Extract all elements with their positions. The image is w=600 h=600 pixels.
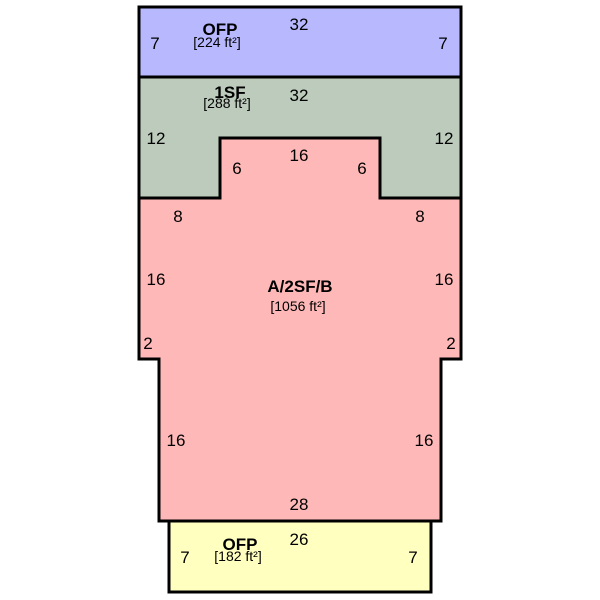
ofp-top-dim-top: 32 — [290, 15, 309, 34]
main-dim-right-mid: 16 — [435, 270, 454, 289]
ofp-bottom-dim-top: 26 — [290, 530, 309, 549]
main-dim-right-step: 2 — [446, 334, 455, 353]
main-dim-left-mid: 16 — [147, 270, 166, 289]
ofp-top-dim-left: 7 — [150, 34, 159, 53]
ofp-bottom-area: [182 ft²] — [214, 548, 261, 564]
sf1-dim-top: 32 — [290, 86, 309, 105]
main-dim-left-top: 8 — [173, 207, 182, 226]
main-area: [1056 ft²] — [270, 298, 325, 314]
sf1-dim-left: 12 — [147, 129, 166, 148]
section-main[interactable] — [137, 136, 463, 523]
sf1-dim-notch-right: 6 — [357, 159, 366, 178]
sf1-dim-notch-left: 6 — [232, 159, 241, 178]
ofp-bottom-dim-left: 7 — [180, 548, 189, 567]
sf1-label: 1SF — [214, 83, 245, 102]
section-ofp-bottom[interactable] — [167, 519, 433, 594]
ofp-top-area: [224 ft²] — [193, 34, 240, 50]
main-dim-bottom: 28 — [290, 495, 309, 514]
main-dim-left-low: 16 — [167, 431, 186, 450]
main-label: A/2SF/B — [267, 277, 332, 296]
sf1-dim-notch-top: 16 — [290, 146, 309, 165]
sf1-area: [288 ft²] — [203, 95, 250, 111]
ofp-bottom-label: OFP — [223, 535, 258, 554]
main-dim-right-low: 16 — [415, 431, 434, 450]
main-dim-left-step: 2 — [143, 334, 152, 353]
ofp-top-dim-right: 7 — [438, 34, 447, 53]
main-dim-right-top: 8 — [415, 207, 424, 226]
ofp-top-label: OFP — [203, 20, 238, 39]
ofp-bottom-dim-right: 7 — [408, 548, 417, 567]
sf1-dim-right: 12 — [435, 129, 454, 148]
